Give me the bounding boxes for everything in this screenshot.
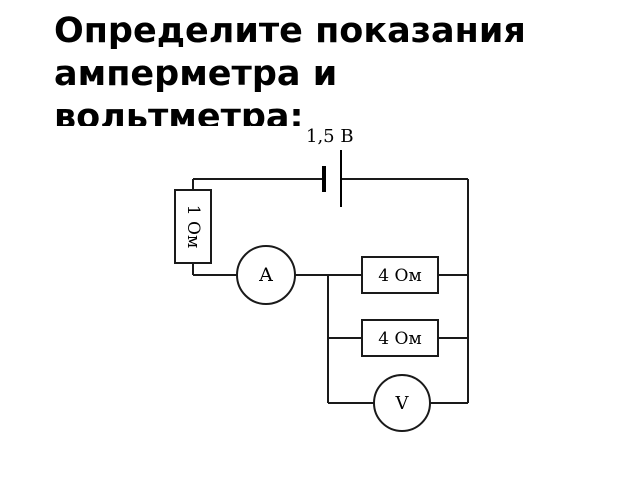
resistor-r2 [361,256,439,294]
resistor-r3-label: 4 Ом [378,329,421,349]
resistor-r2-label: 4 Ом [378,266,421,286]
resistor-r1-label: 1 Ом [183,205,203,248]
page-title: Определите показания амперметра и вольтм… [54,11,526,126]
resistor-r3 [361,319,439,357]
resistor-r1 [174,189,212,264]
ammeter-label: A [258,264,273,286]
battery [322,150,342,207]
voltmeter-label: V [395,393,410,414]
source-label: 1,5 В [306,126,354,147]
